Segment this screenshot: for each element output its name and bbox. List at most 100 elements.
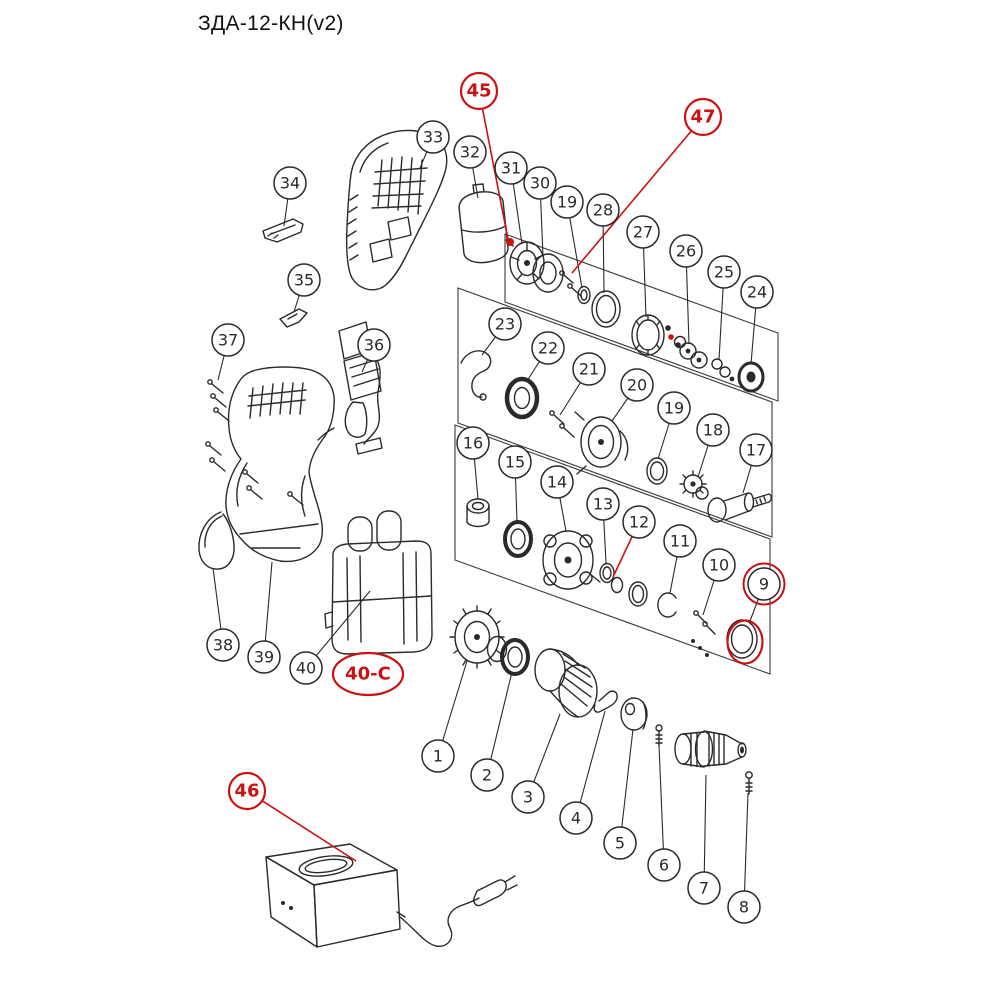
balloon-outline-9 xyxy=(747,567,781,601)
part-balloon-32-2: 32 xyxy=(453,135,487,169)
part-balloon-18-19: 18 xyxy=(696,413,730,447)
strap-drawing xyxy=(198,511,235,570)
part-balloon-47-41: 47 xyxy=(683,97,723,137)
parts-artwork xyxy=(198,129,772,948)
leader-line-46 xyxy=(246,790,357,862)
pinion-highlight-dot xyxy=(506,238,514,246)
part-balloon-46-42: 46 xyxy=(227,771,267,811)
balloon-number-16: 16 xyxy=(463,434,483,453)
balloon-outline-19 xyxy=(550,185,584,219)
part-balloon-8-39: 8 xyxy=(727,890,761,924)
balloon-outline-28 xyxy=(586,193,620,227)
part-balloon-26-8: 26 xyxy=(669,234,703,268)
part-balloon-19-18: 19 xyxy=(657,391,691,425)
part-balloon-21-16: 21 xyxy=(572,352,606,386)
balloon-number-32: 32 xyxy=(460,143,480,162)
balloon-number-20: 20 xyxy=(627,376,647,395)
balloon-outline-24 xyxy=(740,275,774,309)
balloon-outline-35 xyxy=(287,263,321,297)
balloon-number-21: 21 xyxy=(579,360,599,379)
balloon-number-45: 45 xyxy=(466,81,491,102)
balloon-outline-31 xyxy=(494,151,528,185)
balloon-outline-33 xyxy=(416,120,450,154)
clutch-row-drawing xyxy=(466,498,758,659)
balloon-number-2: 2 xyxy=(482,766,492,785)
balloon-outline-25 xyxy=(707,255,741,289)
part-balloon-37-12: 37 xyxy=(211,323,245,357)
housing-screws-drawing xyxy=(205,379,304,506)
power-plug-drawing xyxy=(473,879,507,907)
diagram-title: ЗДА-12-КН(v2) xyxy=(198,12,344,35)
part-balloon-4-35: 4 xyxy=(559,801,593,835)
assembly-box-upper xyxy=(504,233,779,402)
part-balloon-30-4: 30 xyxy=(523,166,557,200)
leader-line-47 xyxy=(571,116,704,274)
balloon-number-10: 10 xyxy=(709,556,729,575)
balloon-number-27: 27 xyxy=(633,223,653,242)
balloon-outline-47 xyxy=(683,97,723,137)
battery-drawing xyxy=(324,510,433,655)
part-balloon-13-24: 13 xyxy=(586,487,620,521)
part-balloon-17-20: 17 xyxy=(739,433,773,467)
part-balloon-40-31: 40 xyxy=(289,651,323,685)
part-balloon-11-26: 11 xyxy=(663,524,697,558)
part-balloon-2-33: 2 xyxy=(470,758,504,792)
balloon-outline-27 xyxy=(626,215,660,249)
part-balloon-23-14: 23 xyxy=(488,307,522,341)
balloon-outline-13 xyxy=(586,487,620,521)
balloon-number-34: 34 xyxy=(280,174,300,193)
part-balloon-33-0: 33 xyxy=(416,120,450,154)
leader-line-8 xyxy=(743,792,749,908)
balloon-number-25: 25 xyxy=(714,263,734,282)
balloon-outline-6 xyxy=(647,848,681,882)
assembly-box-middle xyxy=(457,287,773,538)
part-balloon-9-28: 9 xyxy=(742,562,786,606)
balloon-number-3: 3 xyxy=(523,788,533,807)
part-balloon-25-9: 25 xyxy=(707,255,741,289)
balloon-number-12: 12 xyxy=(629,513,649,532)
part-balloon-31-3: 31 xyxy=(494,151,528,185)
leader-line-5 xyxy=(619,728,634,844)
charger-drawing xyxy=(265,843,518,948)
balloon-number-18: 18 xyxy=(703,421,723,440)
balloon-outline-36 xyxy=(357,328,391,362)
part-balloon-27-7: 27 xyxy=(626,215,660,249)
part-balloon-39-30: 39 xyxy=(247,640,281,674)
balloon-number-39: 39 xyxy=(254,648,274,667)
fan-disc-drawing xyxy=(509,241,591,305)
balloon-number-28: 28 xyxy=(593,201,613,220)
balloon-outline-39 xyxy=(247,640,281,674)
balloon-number-19: 19 xyxy=(664,399,684,418)
balloon-outline-2 xyxy=(470,758,504,792)
balloon-outline-3 xyxy=(511,780,545,814)
balloon-outline-14 xyxy=(540,465,574,499)
ring-gear-drawing xyxy=(591,290,681,356)
balloon-outline-40-C xyxy=(331,651,405,697)
cover-plate-drawing xyxy=(262,218,304,243)
balloon-outline-17 xyxy=(739,433,773,467)
part-balloon-22-15: 22 xyxy=(531,331,565,365)
balloon-number-22: 22 xyxy=(538,339,558,358)
ring-9-red-highlight xyxy=(726,619,764,665)
clip-35-drawing xyxy=(279,308,308,328)
balloon-outline-22 xyxy=(531,331,565,365)
leader-line-2 xyxy=(486,671,513,776)
balloon-outline-7 xyxy=(687,871,721,905)
balloon-number-26: 26 xyxy=(676,242,696,261)
balloon-number-4: 4 xyxy=(571,809,581,828)
balloon-outline-18 xyxy=(696,413,730,447)
part-balloon-12-25: 12 xyxy=(622,505,656,539)
balloon-number-17: 17 xyxy=(746,441,766,460)
balloon-number-6: 6 xyxy=(659,856,669,875)
part-balloon-34-1: 34 xyxy=(273,166,307,200)
red-part-highlights xyxy=(506,238,764,665)
part-balloon-38-29: 38 xyxy=(206,628,240,662)
part-balloon-6-37: 6 xyxy=(647,848,681,882)
part-balloon-35-11: 35 xyxy=(287,263,321,297)
balloon-number-40-C: 40-C xyxy=(345,664,391,685)
part-balloon-36-13: 36 xyxy=(357,328,391,362)
part-balloon-10-27: 10 xyxy=(702,548,736,582)
balloon-number-35: 35 xyxy=(294,271,314,290)
